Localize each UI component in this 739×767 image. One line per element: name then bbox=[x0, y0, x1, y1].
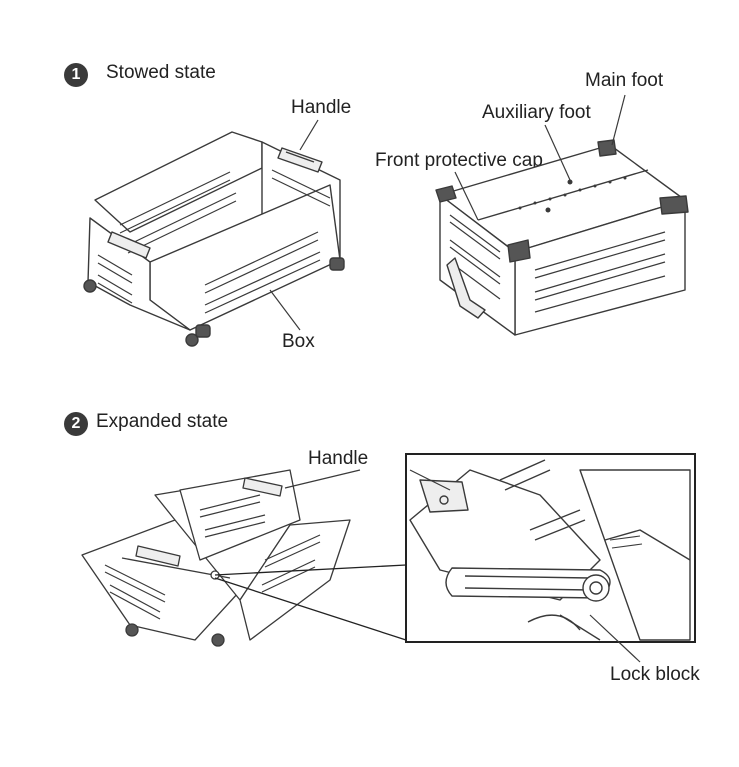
front-protective-cap-label: Front protective cap bbox=[375, 150, 543, 171]
lock-detail-inset bbox=[405, 453, 696, 643]
expanded-state-heading: Expanded state bbox=[96, 411, 229, 432]
stowed-handle-label: Handle bbox=[291, 97, 352, 118]
main-foot-label: Main foot bbox=[585, 70, 664, 91]
stowed-state-heading: Stowed state bbox=[106, 62, 216, 83]
auxiliary-foot-label: Auxiliary foot bbox=[482, 102, 591, 123]
expanded-handle-label: Handle bbox=[308, 448, 369, 469]
stowed-open-box bbox=[83, 131, 345, 347]
lock-block-label: Lock block bbox=[610, 664, 700, 685]
step-2-badge: 2 bbox=[64, 412, 88, 436]
expanded-box bbox=[81, 469, 351, 647]
box-label: Box bbox=[282, 331, 315, 352]
stowed-closed-box bbox=[435, 139, 689, 336]
step-1-badge: 1 bbox=[64, 63, 88, 87]
